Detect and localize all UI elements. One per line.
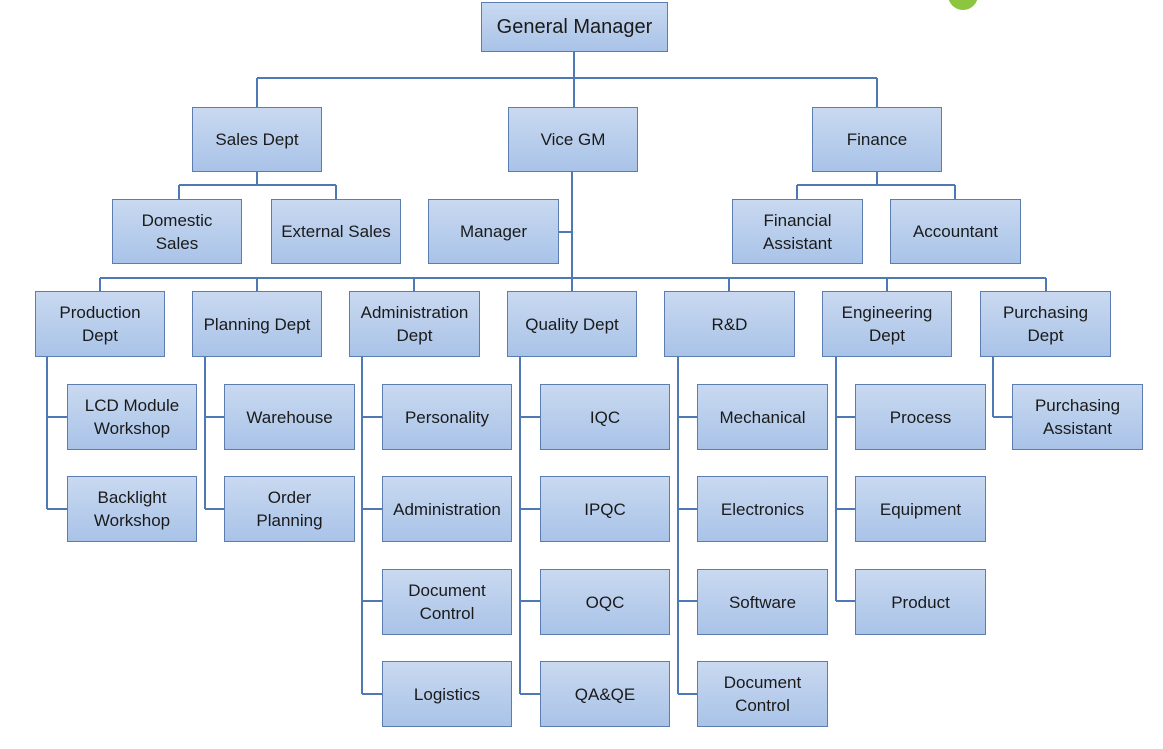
oqc-box: OQC: [540, 569, 670, 635]
document-control-rnd-box: Document Control: [697, 661, 828, 727]
accountant-box: Accountant: [890, 199, 1021, 264]
sales-dept-box: Sales Dept: [192, 107, 322, 172]
domestic-sales-box: Domestic Sales: [112, 199, 242, 264]
logo-fragment: [948, 0, 978, 10]
qa-qe-box: QA&QE: [540, 661, 670, 727]
equipment-box: Equipment: [855, 476, 986, 542]
finance-box: Finance: [812, 107, 942, 172]
warehouse-box: Warehouse: [224, 384, 355, 450]
document-control-admin-box: Document Control: [382, 569, 512, 635]
product-box: Product: [855, 569, 986, 635]
electronics-box: Electronics: [697, 476, 828, 542]
external-sales-box: External Sales: [271, 199, 401, 264]
planning-dept-box: Planning Dept: [192, 291, 322, 357]
ipqc-box: IPQC: [540, 476, 670, 542]
iqc-box: IQC: [540, 384, 670, 450]
general-manager-box: General Manager: [481, 2, 668, 52]
personality-box: Personality: [382, 384, 512, 450]
mechanical-box: Mechanical: [697, 384, 828, 450]
quality-dept-box: Quality Dept: [507, 291, 637, 357]
manager-box: Manager: [428, 199, 559, 264]
rnd-box: R&D: [664, 291, 795, 357]
purchasing-dept-box: Purchasing Dept: [980, 291, 1111, 357]
administration-dept-box: Administration Dept: [349, 291, 480, 357]
vice-gm-box: Vice GM: [508, 107, 638, 172]
administration-box: Administration: [382, 476, 512, 542]
purchasing-assistant-box: Purchasing Assistant: [1012, 384, 1143, 450]
lcd-module-workshop-box: LCD Module Workshop: [67, 384, 197, 450]
backlight-workshop-box: Backlight Workshop: [67, 476, 197, 542]
engineering-dept-box: Engineering Dept: [822, 291, 952, 357]
logistics-box: Logistics: [382, 661, 512, 727]
order-planning-box: Order Planning: [224, 476, 355, 542]
process-box: Process: [855, 384, 986, 450]
production-dept-box: Production Dept: [35, 291, 165, 357]
software-box: Software: [697, 569, 828, 635]
financial-assistant-box: Financial Assistant: [732, 199, 863, 264]
